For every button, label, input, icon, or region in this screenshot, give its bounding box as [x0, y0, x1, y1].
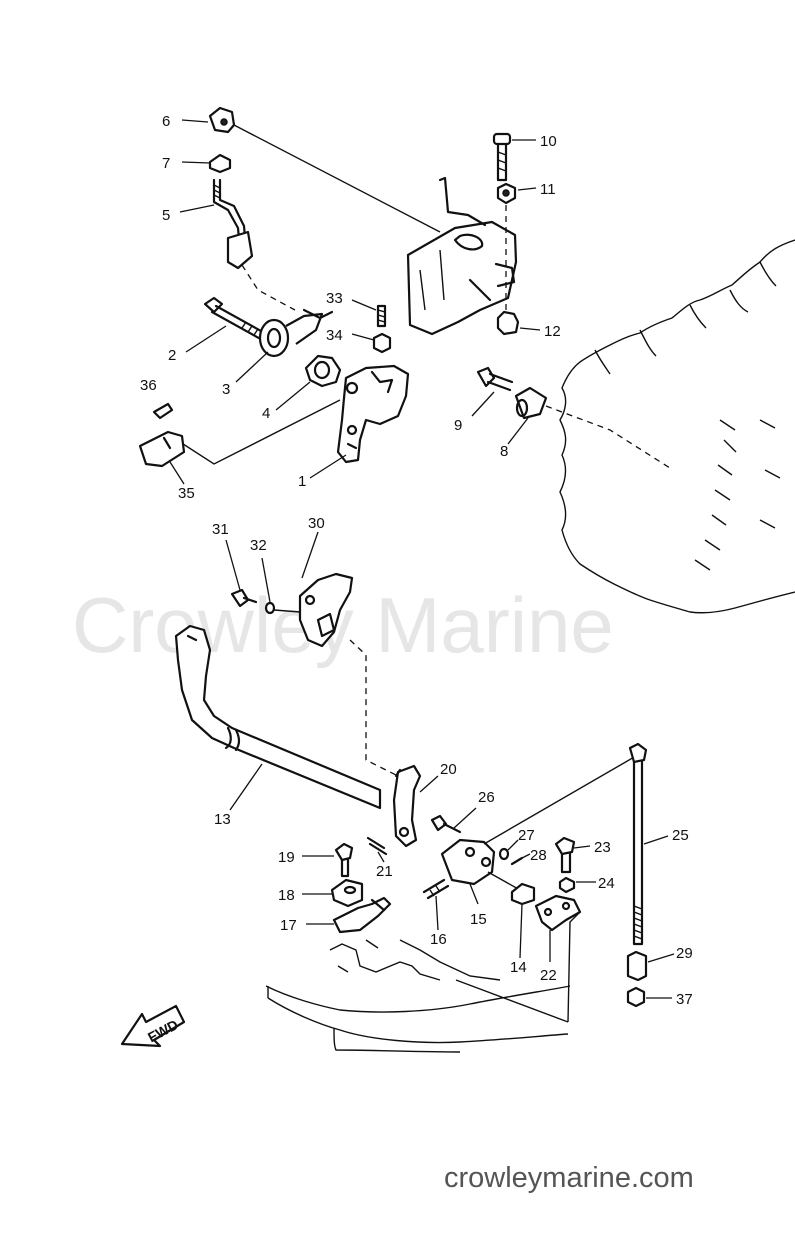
grommet-12 — [496, 310, 541, 336]
collar-8 — [507, 386, 548, 445]
callout-30: 30 — [308, 515, 325, 532]
callout-26: 26 — [478, 789, 495, 806]
lever-3 — [235, 308, 334, 383]
bolt-26 — [430, 807, 477, 834]
rod-5 — [179, 178, 254, 270]
callout-18: 18 — [278, 887, 295, 904]
callout-1: 1 — [298, 473, 306, 490]
block-15 — [440, 838, 496, 905]
callout-10: 10 — [540, 133, 557, 150]
callout-2: 2 — [168, 347, 176, 364]
callout-7: 7 — [162, 155, 170, 172]
callout-14: 14 — [510, 959, 527, 976]
bracket-18 — [302, 878, 364, 908]
nut-24 — [558, 876, 596, 894]
shift-lever-13 — [174, 624, 382, 811]
washer-32 — [261, 557, 276, 615]
callout-19: 19 — [278, 849, 295, 866]
lever-20 — [392, 764, 439, 848]
nut-34 — [351, 332, 392, 354]
callout-24: 24 — [598, 875, 615, 892]
nut-37 — [626, 986, 672, 1008]
callout-34: 34 — [326, 327, 343, 344]
callout-37: 37 — [676, 991, 693, 1008]
callout-31: 31 — [212, 521, 229, 538]
screw-19 — [302, 842, 354, 878]
callout-16: 16 — [430, 931, 447, 948]
screw-31 — [225, 539, 258, 608]
clip-36 — [152, 402, 174, 420]
fwd-arrow-icon: FWD — [120, 1004, 186, 1048]
clip-6 — [181, 106, 236, 134]
bottom-cowling — [265, 939, 571, 1053]
stud-16 — [422, 878, 450, 931]
callout-29: 29 — [676, 945, 693, 962]
coupler-29 — [626, 950, 675, 982]
callout-labels: 6 7 5 10 11 12 33 34 2 36 3 4 9 8 1 35 3… — [140, 113, 693, 1008]
pin-28 — [510, 853, 531, 866]
footer-site-name: crowleymarine.com — [444, 1162, 694, 1194]
bolt-2 — [185, 296, 272, 353]
bushing-4 — [275, 354, 342, 411]
washer-27 — [498, 839, 519, 861]
callout-23: 23 — [594, 839, 611, 856]
callout-6: 6 — [162, 113, 170, 130]
bolt-9 — [471, 366, 514, 417]
bolt-23 — [554, 836, 591, 874]
callout-33: 33 — [326, 290, 343, 307]
bracket-30 — [298, 531, 354, 648]
callout-27: 27 — [518, 827, 535, 844]
callout-21: 21 — [376, 863, 393, 880]
callout-17: 17 — [280, 917, 297, 934]
throttle-cam-1 — [309, 364, 410, 479]
callout-5: 5 — [162, 207, 170, 224]
plate-17 — [306, 896, 392, 934]
nut-11 — [496, 182, 537, 205]
callout-15: 15 — [470, 911, 487, 928]
rod-25 — [628, 742, 669, 946]
callout-35: 35 — [178, 485, 195, 502]
bolt-10 — [492, 132, 536, 182]
callout-32: 32 — [250, 537, 267, 554]
callout-9: 9 — [454, 417, 462, 434]
connector-35 — [138, 430, 186, 485]
callout-22: 22 — [540, 967, 557, 984]
callout-11: 11 — [540, 181, 556, 198]
callout-3: 3 — [222, 381, 230, 398]
callout-8: 8 — [500, 443, 508, 460]
bushing-14 — [510, 882, 536, 959]
callout-12: 12 — [544, 323, 561, 340]
engine-outline — [559, 239, 795, 614]
pin-21 — [366, 836, 388, 863]
washer-7 — [181, 153, 232, 174]
mounting-bracket — [406, 176, 518, 336]
callout-25: 25 — [672, 827, 689, 844]
callout-13: 13 — [214, 811, 231, 828]
plate-22 — [534, 894, 582, 962]
spring-33 — [351, 299, 387, 328]
callout-4: 4 — [262, 405, 270, 422]
callout-28: 28 — [530, 847, 547, 864]
callout-36: 36 — [140, 377, 157, 394]
callout-20: 20 — [440, 761, 457, 778]
